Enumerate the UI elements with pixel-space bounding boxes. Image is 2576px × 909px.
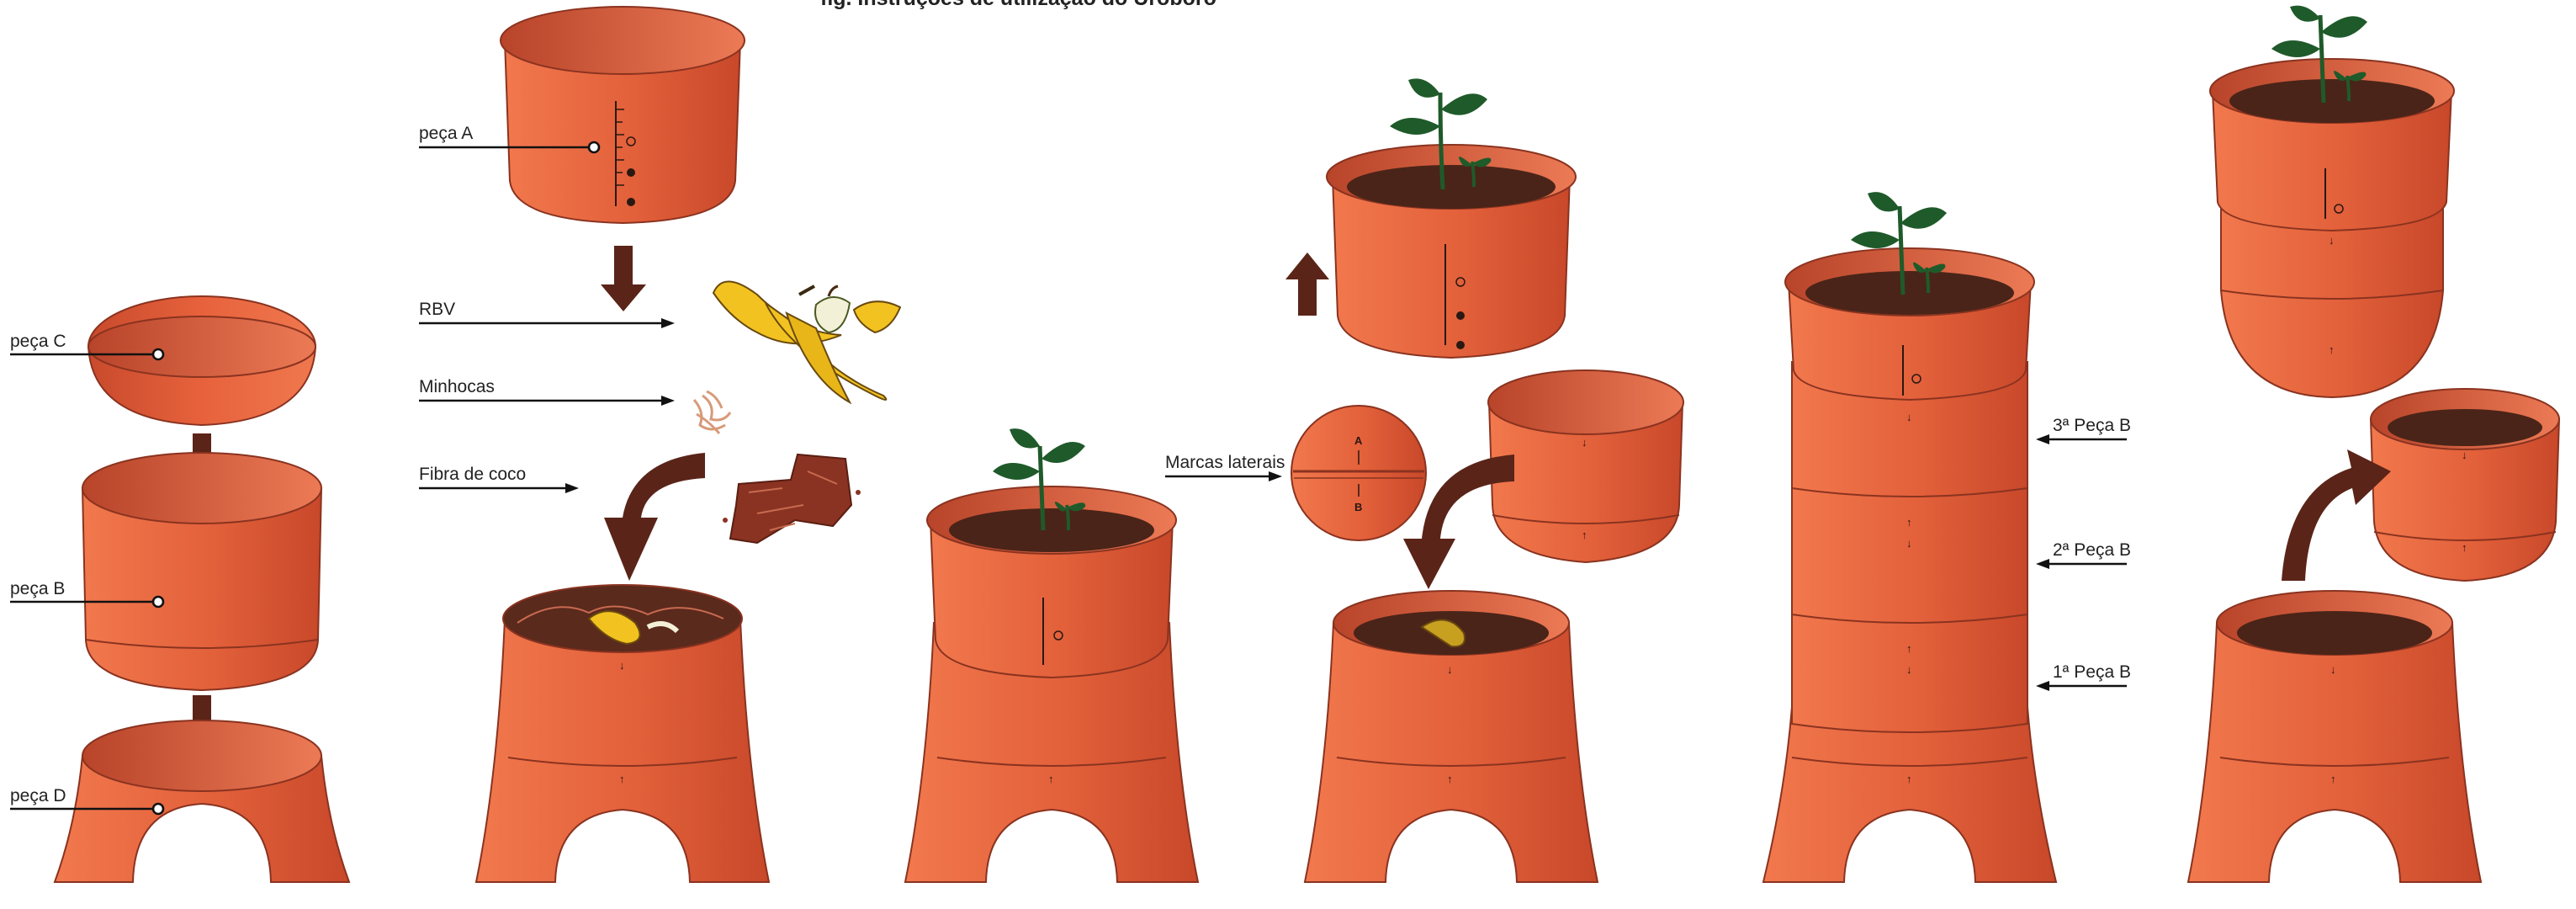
svg-text:↓: ↓ xyxy=(1906,663,1912,676)
svg-text:↑: ↑ xyxy=(2462,541,2467,554)
label-piece-c: peça C xyxy=(10,332,66,351)
label-piece-d: peça D xyxy=(10,786,66,805)
piece-c-bowl xyxy=(88,296,315,425)
worms-icon xyxy=(694,391,730,433)
svg-text:↓: ↓ xyxy=(619,659,625,672)
label-rbv: RBV xyxy=(419,300,455,319)
svg-text:↓: ↓ xyxy=(1906,537,1912,550)
svg-text:↓: ↓ xyxy=(1582,436,1587,449)
coconut-fiber-block xyxy=(723,454,861,543)
svg-text:↑: ↑ xyxy=(1447,773,1453,785)
svg-text:↓: ↓ xyxy=(2462,449,2467,461)
svg-text:↑: ↑ xyxy=(1048,773,1054,785)
svg-text:↑: ↑ xyxy=(619,773,625,785)
svg-text:↑: ↑ xyxy=(1582,529,1587,541)
module-b-with-bowl: ↓ ↑ xyxy=(1488,370,1683,562)
side-marks-detail: A B xyxy=(1291,406,1426,540)
label-side-marks: Marcas laterais xyxy=(1165,453,1285,472)
svg-text:↑: ↑ xyxy=(2329,343,2335,356)
svg-text:↓: ↓ xyxy=(2330,663,2336,676)
filled-compost-tower: ↓ ↑ xyxy=(476,585,769,882)
mark-b: B xyxy=(1354,501,1362,513)
label-first-b: 1ª Peça B xyxy=(2053,662,2131,682)
piece-a-pot xyxy=(501,7,745,223)
svg-text:↑: ↑ xyxy=(1906,516,1912,529)
svg-text:↑: ↑ xyxy=(1906,773,1912,785)
callout-rbv: RBV xyxy=(419,300,675,328)
label-piece-b: peça B xyxy=(10,579,65,598)
callout-worms: Minhocas xyxy=(419,377,675,406)
harvest-tower-base: ↓ ↑ xyxy=(2188,591,2481,882)
figure-title: fig. Instruções de utilização do Urobôro xyxy=(820,0,1216,10)
lifted-pot-with-plant xyxy=(1327,78,1576,358)
arrow-down-3 xyxy=(601,246,646,311)
callout-third-b: 3ª Peça B xyxy=(2036,416,2131,444)
curved-arrow-fill xyxy=(604,453,705,581)
piece-b-module xyxy=(82,453,321,690)
tall-stacked-tower: ↓ ↑ ↓ ↑ ↓ ↑ xyxy=(1763,192,2056,882)
label-coconut-fiber: Fibra de coco xyxy=(419,465,526,484)
pot-on-bowl-with-plant: ↓ ↑ xyxy=(2210,6,2454,397)
svg-text:↑: ↑ xyxy=(2330,773,2336,785)
label-second-b: 2ª Peça B xyxy=(2053,540,2131,560)
compost-tower-base: ↓ ↑ xyxy=(1305,591,1598,882)
banana-apple-scraps xyxy=(713,281,900,402)
label-piece-a: peça A xyxy=(419,124,473,143)
label-worms: Minhocas xyxy=(419,377,495,396)
label-third-b: 3ª Peça B xyxy=(2053,416,2131,435)
planted-tower: ↑ xyxy=(905,428,1198,882)
svg-text:↓: ↓ xyxy=(2329,234,2335,247)
harvest-module: ↓ ↑ xyxy=(2371,389,2559,581)
arrow-up-lift xyxy=(1285,252,1329,316)
callout-side-marks: Marcas laterais xyxy=(1165,453,1285,481)
svg-text:↓: ↓ xyxy=(1906,411,1912,423)
mark-a: A xyxy=(1354,434,1363,447)
callout-first-b: 1ª Peça B xyxy=(2036,662,2131,691)
callout-second-b: 2ª Peça B xyxy=(2036,540,2131,569)
callout-coconut-fiber: Fibra de coco xyxy=(419,465,579,493)
svg-text:↑: ↑ xyxy=(1906,642,1912,655)
svg-text:↓: ↓ xyxy=(1447,663,1453,676)
piece-d-base xyxy=(55,720,349,882)
